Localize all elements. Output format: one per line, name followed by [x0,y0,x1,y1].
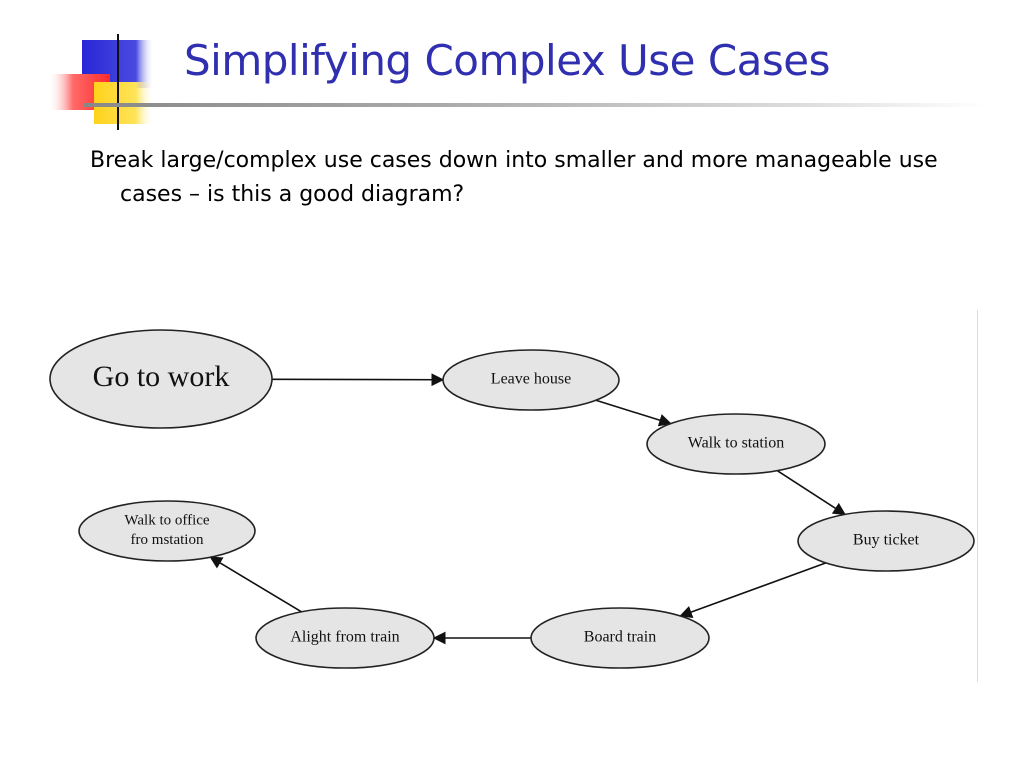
diagram-frame-edge [977,310,978,682]
use-case-ellipse [646,413,826,475]
use-case-ellipse [78,500,256,562]
edges-layer [209,373,847,645]
use-case-label: Walk to office [124,513,209,529]
use-case-ellipse [442,349,620,411]
use-case-ellipse [49,329,273,429]
use-case-board-train: Board train [530,607,710,669]
use-case-ellipse [530,607,710,669]
bullet-text: Break large/complex use cases down into … [90,148,938,207]
use-case-leave-house: Leave house [442,349,620,411]
slide-logo [48,34,178,130]
use-case-walk-to-station: Walk to station [646,413,826,475]
arrow-alight-from-train-to-walk-to-office [209,556,302,613]
use-case-ellipse [797,510,975,572]
arrow-leave-house-to-walk-to-station [595,399,672,427]
use-case-label: Walk to station [688,435,784,452]
use-case-label: Leave house [491,371,571,388]
use-case-label: Board train [584,629,656,646]
use-case-buy-ticket: Buy ticket [797,510,975,572]
use-case-go-to-work: Go to work [49,329,273,429]
use-case-ellipse [255,607,435,669]
slide-title: Simplifying Complex Use Cases [184,36,831,85]
title-underline [84,103,984,107]
use-case-walk-to-office: Walk to office fro mstation [78,500,256,562]
use-case-label: Go to work [93,360,230,393]
use-case-label: Buy ticket [853,532,920,549]
use-case-label: Alight from train [290,629,399,646]
use-case-label: fro mstation [131,532,204,548]
arrow-buy-ticket-to-board-train [679,562,827,619]
arrow-walk-to-station-to-buy-ticket [776,469,847,516]
use-case-alight-from-train: Alight from train [255,607,435,669]
